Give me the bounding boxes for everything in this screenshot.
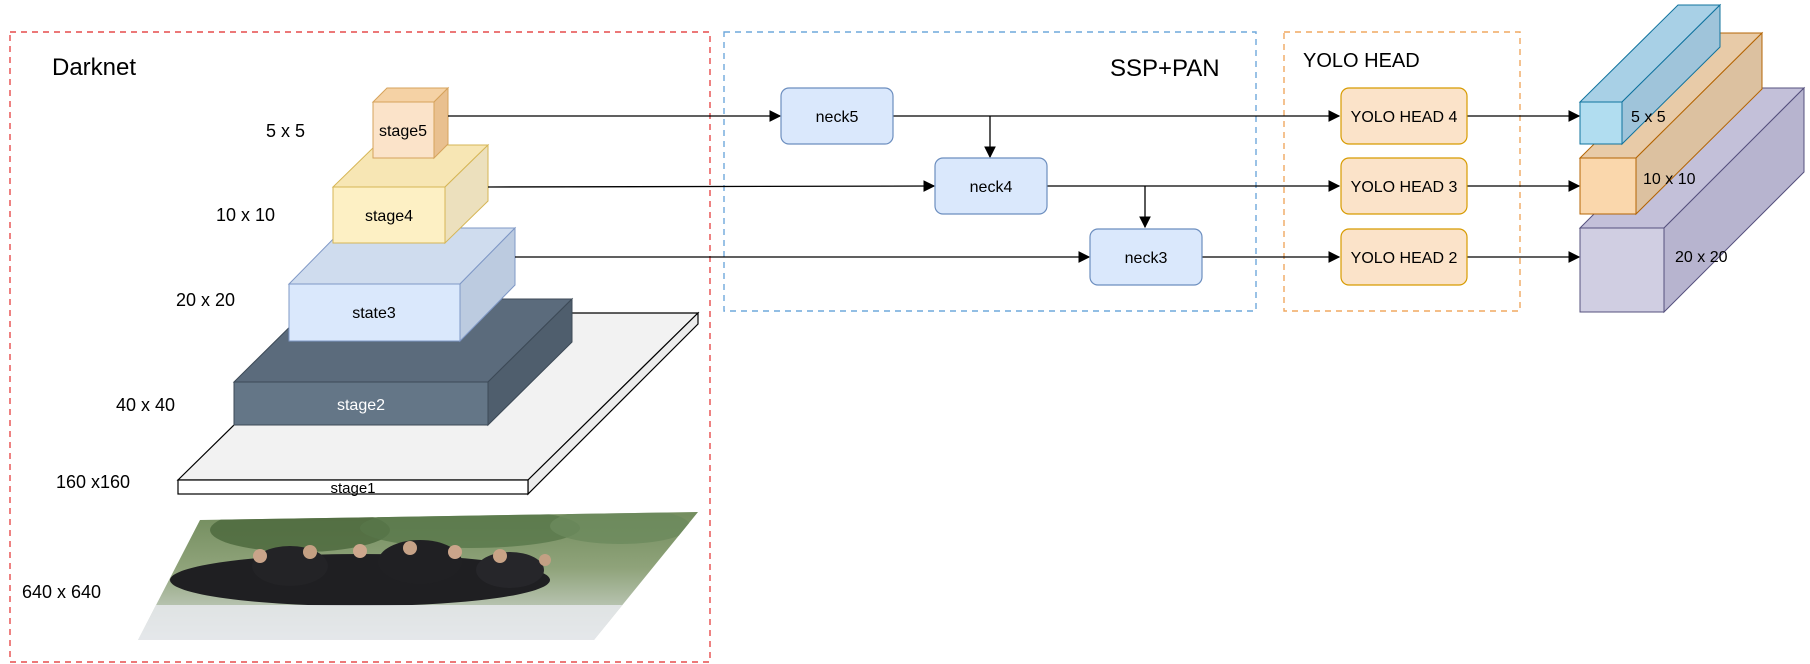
state3-label: state3 <box>352 305 396 322</box>
stage4-face <box>332 186 446 244</box>
darknet-label: Darknet <box>52 54 136 81</box>
neck3-box[interactable] <box>1089 228 1203 286</box>
yolo-head-2-label: YOLO HEAD 2 <box>1351 250 1458 267</box>
yolo-head-group: YOLO HEAD <box>1283 31 1521 312</box>
stage2-label: stage2 <box>337 397 385 414</box>
darknet-frame <box>9 31 711 663</box>
output-5-face <box>1579 101 1623 145</box>
ssp-pan-label: SSP+PAN <box>1110 55 1220 82</box>
input-size-label: 640 x 640 <box>22 582 101 602</box>
neck3-node[interactable]: neck3 <box>1089 228 1203 286</box>
stage5-size-label: 5 x 5 <box>266 121 305 141</box>
stage2-face <box>233 381 489 426</box>
stage4-size-label: 10 x 10 <box>216 205 275 225</box>
stage1-label: stage1 <box>330 480 375 497</box>
yolo-head-frame <box>1283 31 1521 312</box>
stage1-size-label: 160 x160 <box>56 472 130 492</box>
ssp-pan-group: SSP+PAN <box>723 31 1257 312</box>
connectors <box>448 110 1581 263</box>
output-5x5-tensor: 5 x 5 <box>1578 3 1722 146</box>
yolo-head-4-label: YOLO HEAD 4 <box>1351 109 1458 126</box>
neck4-label: neck4 <box>970 179 1013 196</box>
stage1-face <box>177 479 529 495</box>
neck3-label: neck3 <box>1125 250 1168 267</box>
output-20-label: 20 x 20 <box>1675 249 1728 266</box>
stage4-label: stage4 <box>365 208 413 225</box>
neck5-box[interactable] <box>780 87 894 145</box>
stage2-size-label: 40 x 40 <box>116 395 175 415</box>
stage5-label: stage5 <box>379 123 427 140</box>
yolo-head-2-node[interactable]: YOLO HEAD 2 <box>1340 228 1468 286</box>
neck5-node[interactable]: neck5 <box>780 87 894 145</box>
output-10-label: 10 x 10 <box>1643 171 1696 188</box>
yolo-head-4-node[interactable]: YOLO HEAD 4 <box>1340 87 1468 145</box>
neck4-box[interactable] <box>934 157 1048 215</box>
state3-block: state3 20 x 20 <box>176 226 517 343</box>
stage4-block: stage4 10 x 10 <box>216 143 490 245</box>
ssp-pan-frame <box>723 31 1257 312</box>
output-20-face <box>1579 227 1665 313</box>
yolo-head-3-label: YOLO HEAD 3 <box>1351 179 1458 196</box>
arrow-stage4-to-neck4 <box>487 180 936 192</box>
yolo-head-label: YOLO HEAD <box>1303 50 1420 72</box>
stage5-face <box>372 101 435 159</box>
output-10-face <box>1579 157 1637 215</box>
darknet-group: Darknet <box>9 31 711 663</box>
yolo-head-3-node[interactable]: YOLO HEAD 3 <box>1340 157 1468 215</box>
stage5-block: stage5 5 x 5 <box>266 86 450 160</box>
output-5-label: 5 x 5 <box>1631 109 1666 126</box>
state3-size-label: 20 x 20 <box>176 290 235 310</box>
yolo-head-2-box[interactable] <box>1340 228 1468 286</box>
state3-face <box>288 283 461 342</box>
neck5-label: neck5 <box>816 109 859 126</box>
group-photo-image <box>138 512 698 640</box>
yolo-head-4-box[interactable] <box>1340 87 1468 145</box>
yolo-head-3-box[interactable] <box>1340 157 1468 215</box>
neck4-node[interactable]: neck4 <box>934 157 1048 215</box>
input-image: 640 x 640 <box>22 512 698 640</box>
